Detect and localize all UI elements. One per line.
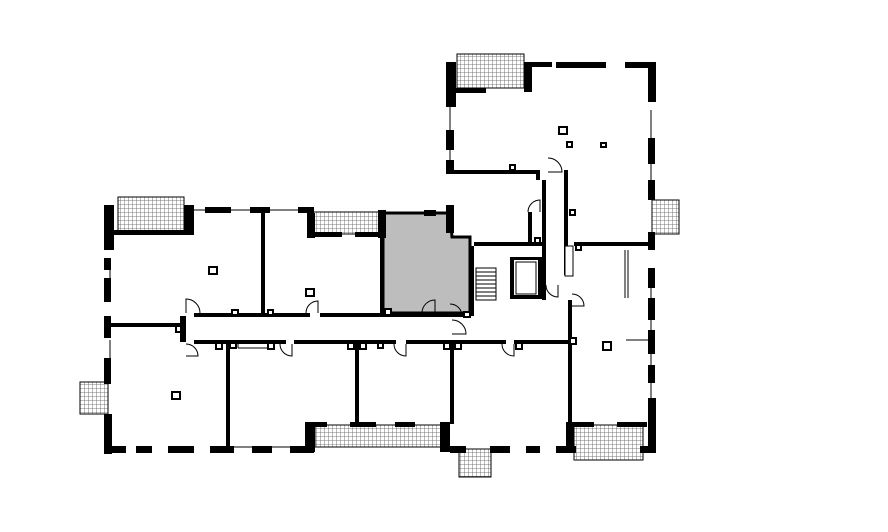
balcony-top-right (456, 53, 525, 89)
door-swings (185, 157, 585, 357)
column (558, 126, 568, 135)
column (208, 266, 218, 275)
stair (475, 245, 574, 301)
column (215, 342, 223, 350)
column (602, 341, 612, 351)
column (566, 141, 573, 148)
column (305, 288, 315, 297)
column (454, 342, 462, 350)
column (267, 309, 274, 316)
column (229, 342, 237, 349)
balcony-bottom-right (573, 424, 644, 461)
balcony-left (79, 381, 109, 415)
columns (171, 126, 612, 400)
column (443, 342, 451, 350)
balcony-top-left (117, 196, 185, 234)
column (171, 391, 181, 400)
column (231, 309, 239, 316)
shaded-room (381, 211, 472, 315)
balcony-top-middle (312, 211, 380, 235)
column (515, 342, 523, 350)
exterior-walls (104, 62, 656, 454)
column (509, 164, 516, 171)
column (359, 342, 367, 350)
column (175, 325, 182, 333)
column (569, 337, 577, 345)
column (377, 342, 384, 349)
balcony-right (651, 199, 680, 235)
balcony-bottom-middle (314, 424, 447, 448)
balconies (79, 53, 680, 478)
column (384, 308, 392, 316)
column (600, 142, 607, 148)
column (569, 209, 576, 216)
column (463, 311, 471, 318)
column (267, 342, 275, 350)
column (534, 237, 541, 244)
balcony-bottom-small (458, 448, 492, 478)
column (575, 244, 582, 251)
column (347, 342, 355, 350)
